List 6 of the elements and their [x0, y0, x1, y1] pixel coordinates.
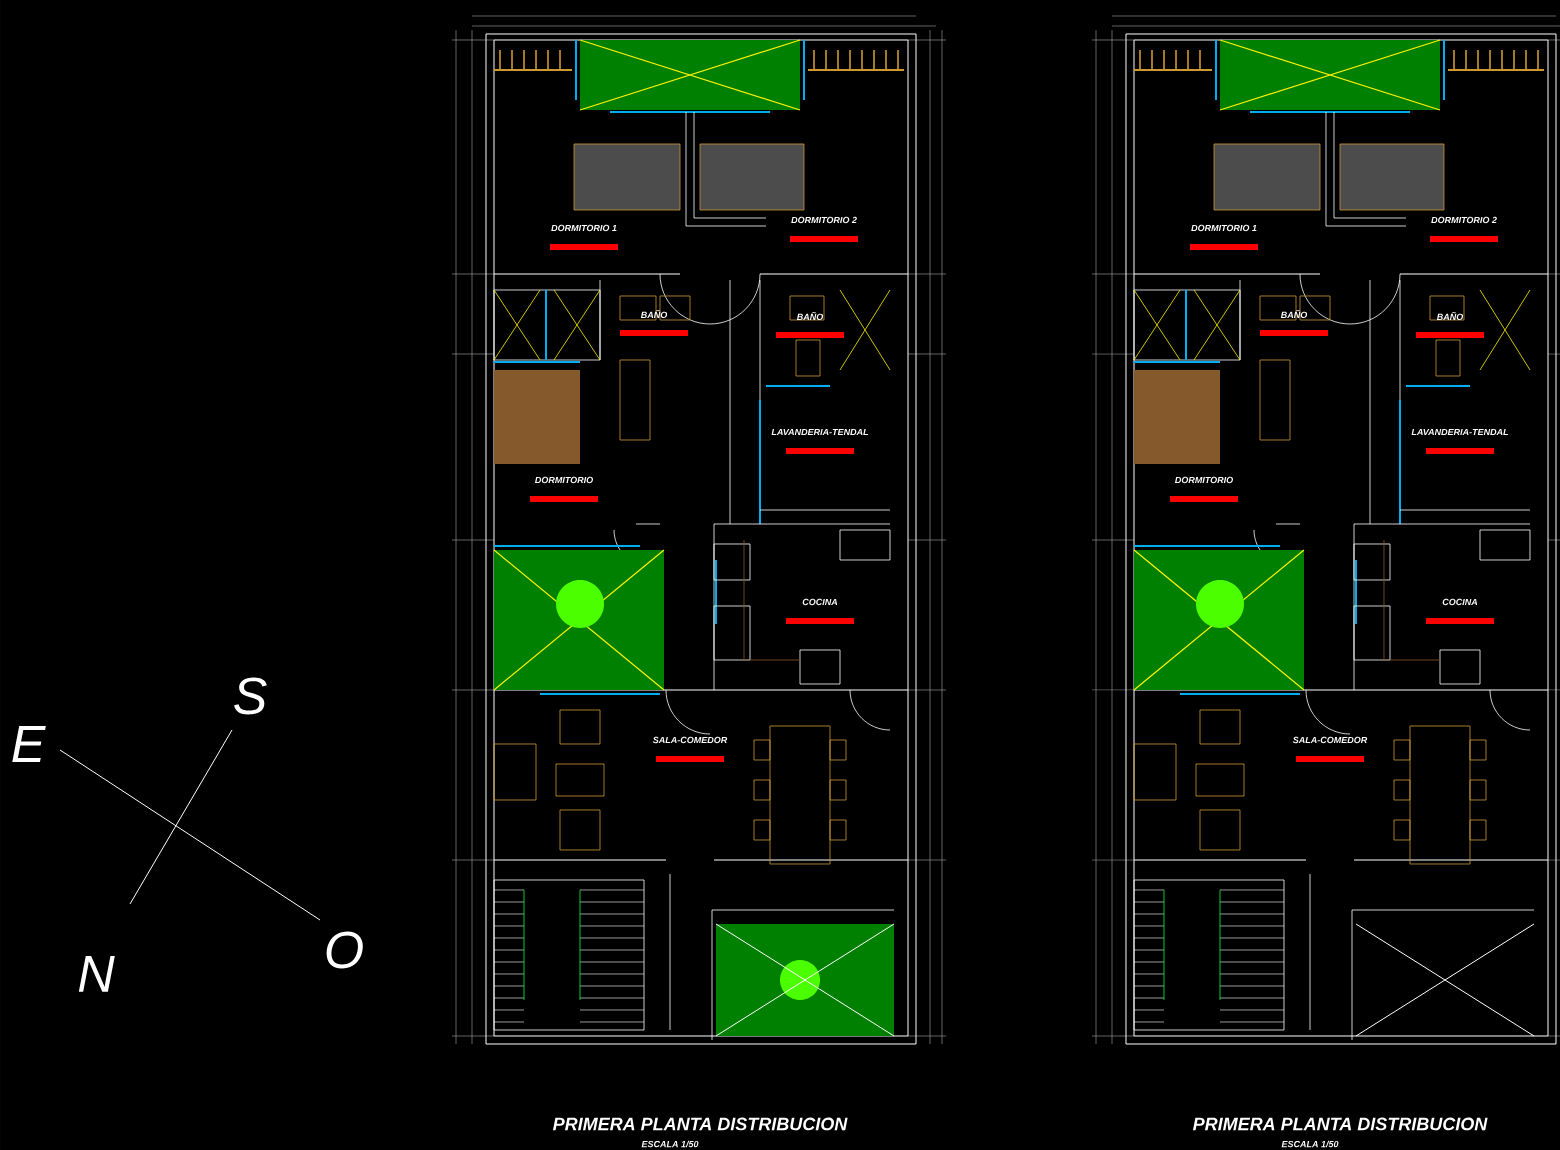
compass-letter: O — [326, 931, 363, 969]
plan-title: PRIMERA PLANTA DISTRIBUCION — [1193, 1117, 1488, 1131]
compass-letter: S — [234, 677, 267, 715]
compass-letter: E — [12, 726, 46, 762]
plan-title: PRIMERA PLANTA DISTRIBUCION — [553, 1117, 848, 1131]
compass-letter: N — [78, 956, 115, 992]
